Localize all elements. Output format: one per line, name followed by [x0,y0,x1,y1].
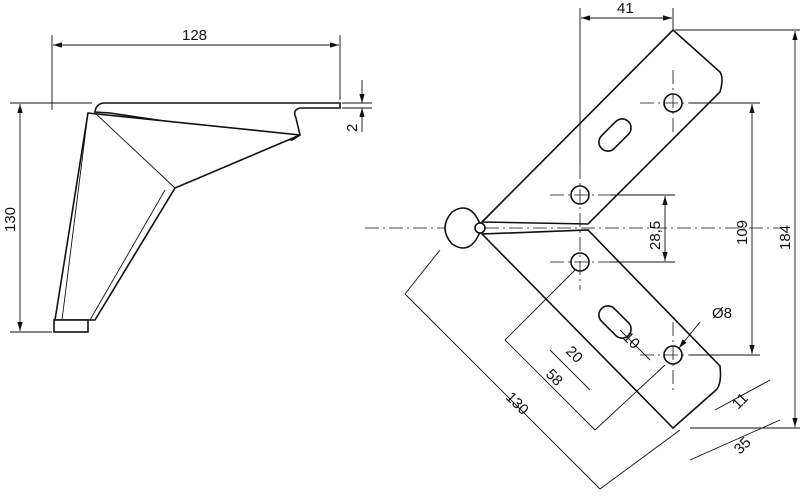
dim-41-label: 41 [617,0,634,17]
top-view: 41 184 109 28,5 Ø8 130 58 20 10 11 [365,0,800,490]
dim-2-label: 2 [344,124,361,132]
foot-cap [444,207,481,249]
dim-58-label: 58 [542,366,566,390]
dim-130-arm-label: 130 [502,389,532,419]
dim-11-label: 11 [729,390,752,413]
dim-130-height-label: 130 [2,207,19,232]
slot [598,118,632,152]
leg-body [54,112,301,321]
leg-edge [61,112,176,321]
slot [598,305,632,339]
dim-109-label: 109 [734,220,751,245]
dim-28-5-label: 28,5 [647,221,664,250]
dim-184-label: 184 [777,225,794,250]
lower-arm [480,229,722,430]
dim-diameter-label: Ø8 [712,305,732,322]
upper-arm [480,28,723,225]
side-view: 128 130 2 [2,27,372,333]
dim-128-label: 128 [182,27,207,44]
dim-20-label: 20 [562,343,586,367]
top-plate [94,102,341,141]
foot [53,319,89,333]
dim-35-label: 35 [731,434,755,458]
